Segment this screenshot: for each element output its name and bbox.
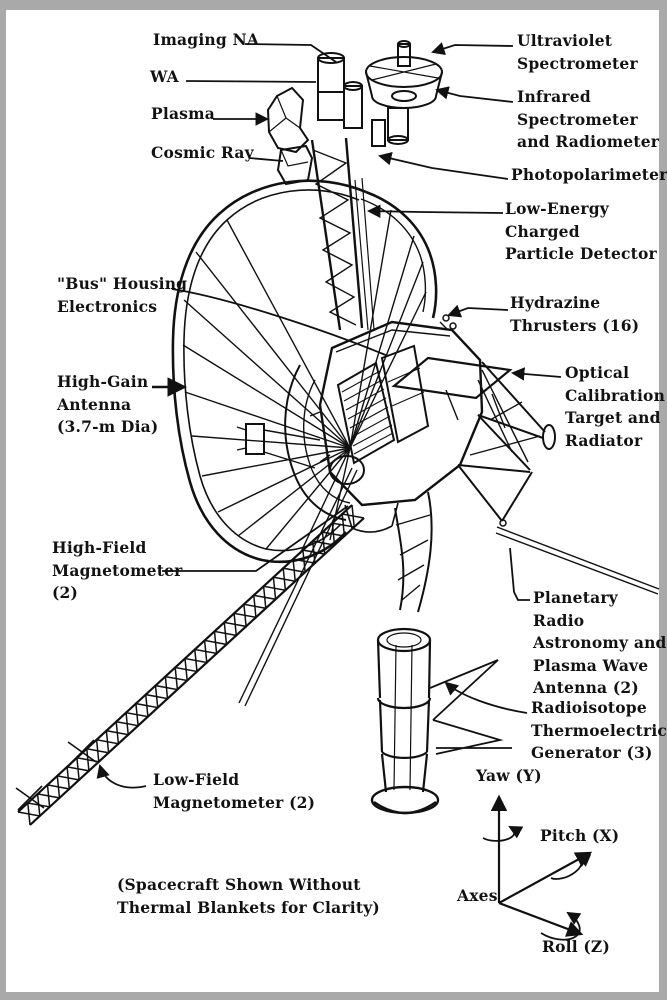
leader-photopolarimeter — [378, 152, 509, 180]
label-wa: WA — [150, 67, 179, 86]
label-bus-housing: "Bus" Housing Electronics — [57, 274, 188, 316]
mast-truss — [310, 137, 375, 331]
leader-high-field — [162, 505, 349, 572]
leader-infrared — [435, 86, 514, 103]
leader-wa — [185, 80, 317, 83]
leader-imaging-na — [244, 43, 337, 63]
science-boom — [391, 356, 556, 527]
diagram-paper — [6, 10, 659, 992]
label-yaw-axis: Yaw (Y) — [476, 766, 542, 785]
yaw-rotation-arc — [482, 826, 524, 842]
label-imaging-na: Imaging NA — [153, 30, 260, 49]
label-optical: Optical Calibration Target and Radiator — [565, 363, 666, 450]
magnetometer-boom — [15, 504, 365, 826]
leader-cosmic-ray — [248, 157, 284, 162]
label-infrared: Infrared Spectrometer and Radiometer — [517, 87, 660, 151]
bus-housing-structure — [309, 314, 484, 533]
leader-bus-housing — [171, 288, 389, 357]
pitch-rotation-arc — [550, 854, 592, 880]
leader-ultraviolet — [431, 42, 514, 55]
label-planetary: Planetary Radio Astronomy and Plasma Wav… — [533, 588, 667, 697]
label-radioisotope: Radioisotope Thermoelectric Generator (3… — [531, 698, 667, 762]
label-plasma: Plasma — [151, 104, 215, 123]
label-low-energy: Low-Energy Charged Particle Detector — [505, 199, 657, 263]
leader-planetary — [509, 547, 530, 601]
rtg-assembly — [370, 491, 512, 815]
leader-lines — [96, 42, 562, 789]
high-gain-dish — [171, 179, 438, 564]
axes-indicator — [482, 794, 593, 941]
label-high-gain: High-Gain Antenna (3.7-m Dia) — [57, 372, 159, 436]
label-hydrazine: Hydrazine Thrusters (16) — [510, 293, 640, 335]
label-low-field: Low-Field Magnetometer (2) — [153, 770, 316, 812]
scan-platform — [266, 40, 443, 186]
label-pitch-axis: Pitch (X) — [540, 826, 620, 845]
roll-rotation-arc — [540, 911, 582, 941]
planetary-radio-antennas — [238, 467, 660, 707]
label-ultraviolet: Ultraviolet Spectrometer — [517, 31, 638, 73]
leader-optical — [510, 367, 562, 381]
label-roll-axis: Roll (Z) — [542, 937, 610, 956]
leader-radioisotope — [444, 681, 528, 714]
label-photopolarimeter: Photopolarimeter — [511, 165, 667, 184]
leader-low-energy — [366, 204, 504, 218]
label-cosmic-ray: Cosmic Ray — [151, 143, 254, 162]
footnote: (Spacecraft Shown Without Thermal Blanke… — [117, 875, 380, 917]
leader-hydrazine — [447, 304, 509, 318]
label-high-field: High-Field Magnetometer (2) — [52, 538, 183, 602]
label-axes-origin: Axes — [457, 886, 498, 905]
leader-low-field — [96, 764, 147, 789]
